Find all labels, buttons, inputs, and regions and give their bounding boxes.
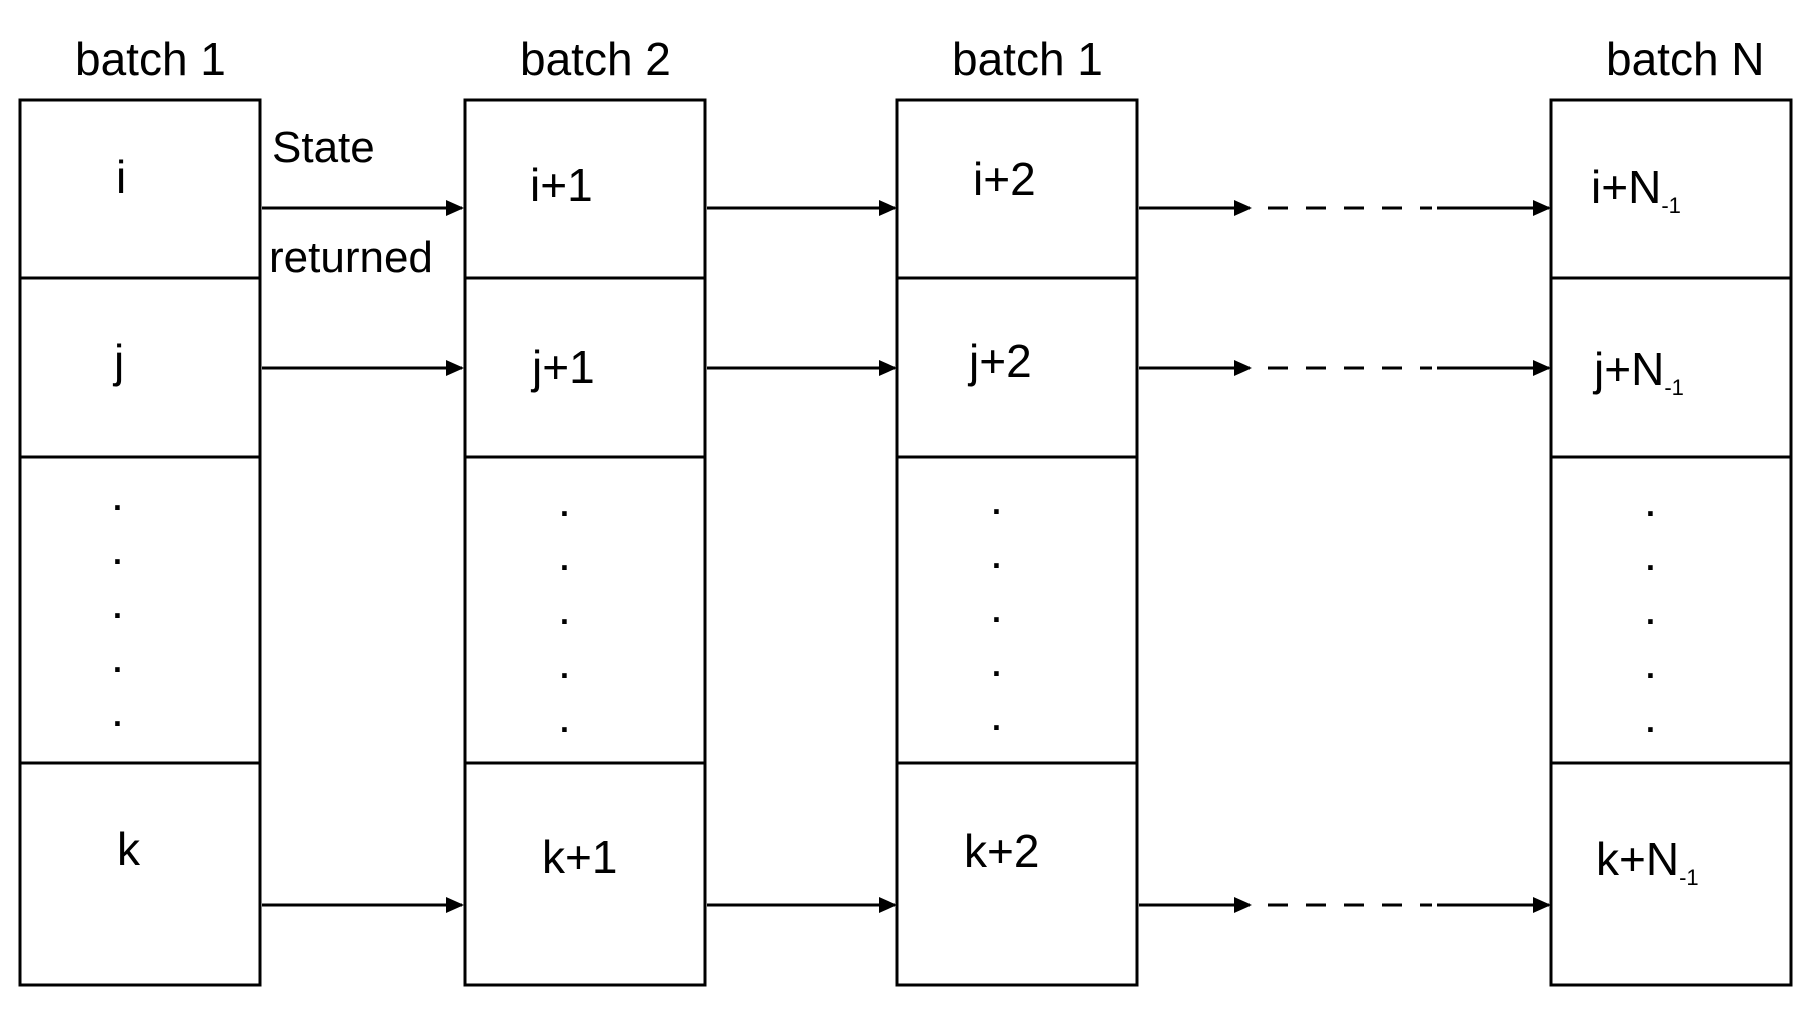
cell-label: k+1 [542, 831, 618, 883]
arrow-label-returned: returned [269, 233, 433, 282]
column-batch-n [1549, 98, 1793, 987]
cell-label: i+N-1 [1591, 161, 1681, 218]
cell-label: j+N-1 [1594, 343, 1684, 400]
vertical-ellipsis: ..... [992, 485, 1001, 737]
column-header-1: batch 1 [75, 33, 226, 85]
column-header-3: batch 1 [952, 33, 1103, 85]
column-batch-2 [463, 98, 707, 987]
column-batch-1-first [18, 98, 262, 987]
column-header-2: batch 2 [520, 33, 671, 85]
vertical-ellipsis: ..... [560, 487, 569, 739]
cell-label: k [117, 823, 140, 875]
cell-label: i+1 [530, 159, 593, 211]
cell-label: i+2 [973, 153, 1036, 205]
vertical-ellipsis: ..... [113, 481, 122, 733]
column-box [18, 98, 262, 987]
column-box [463, 98, 707, 987]
column-batch-1-second [895, 98, 1139, 987]
arrow-label-state: State [272, 123, 375, 172]
cell-label: i [116, 151, 127, 203]
cell-label: j+1 [532, 341, 595, 393]
cell-label: k+N-1 [1596, 833, 1699, 890]
vertical-ellipsis: ..... [1646, 487, 1655, 739]
column-box [1549, 98, 1793, 987]
column-header-4: batch N [1606, 33, 1765, 85]
column-box [895, 98, 1139, 987]
cell-label: k+2 [964, 825, 1040, 877]
cell-label: j [114, 335, 125, 387]
cell-label: j+2 [969, 335, 1032, 387]
